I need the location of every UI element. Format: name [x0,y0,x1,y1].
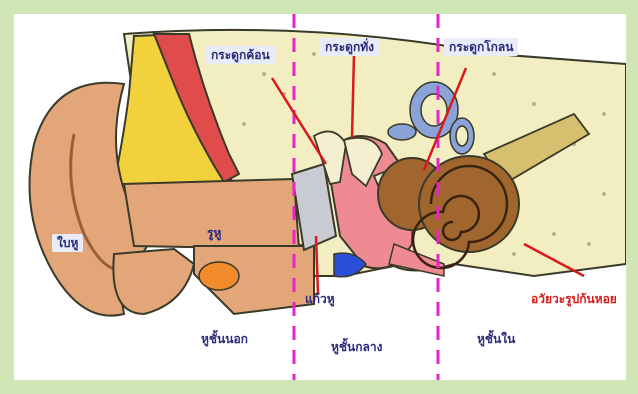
label-ear-canal: รูหู [202,224,226,242]
earlobe [113,249,194,314]
label-cochlea: อวัยวะรูปก้นหอย [526,290,622,308]
label-pinna: ใบหู [52,234,83,252]
diagram-panel: กระดูกค้อน กระดูกทั่ง กระดูกโกลน ใบหู รู… [14,14,626,380]
label-stapes: กระดูกโกลน [444,38,518,56]
label-middle-ear: หูชั้นกลาง [326,338,387,356]
label-eardrum: แก้วหู [300,290,340,308]
label-inner-ear: หูชั้นใน [472,330,520,348]
label-malleus: กระดูกทั่ง [320,38,379,56]
label-outer-ear: หูชั้นนอก [196,330,253,348]
gland [199,262,239,290]
ear-anatomy-illustration [14,14,626,380]
label-incus: กระดูกค้อน [206,46,275,64]
